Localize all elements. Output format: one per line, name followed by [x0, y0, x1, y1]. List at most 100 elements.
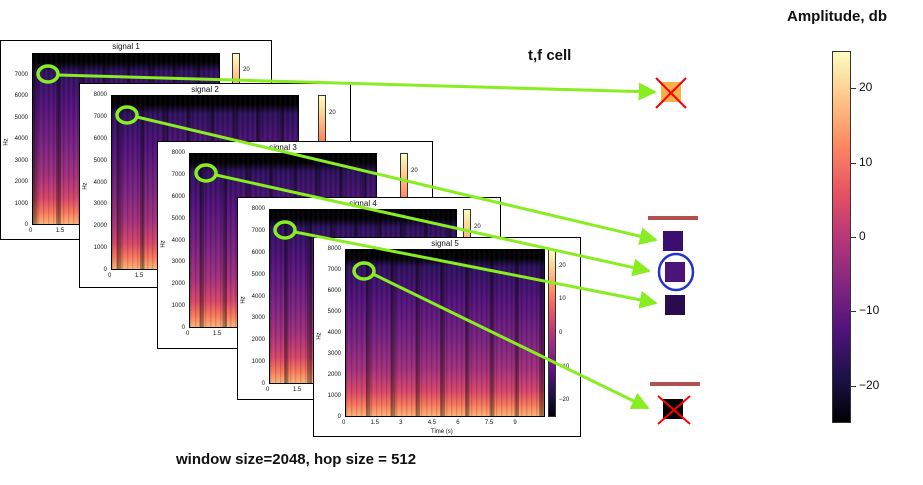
x-tick-label: 4.5	[427, 420, 437, 426]
y-tick-label: 5000	[327, 309, 341, 315]
x-tick-label: 7.5	[484, 420, 494, 426]
colorbar-tick-mark	[851, 237, 856, 238]
x-tick-label: 0	[108, 273, 112, 279]
y-tick-label: 3000	[251, 315, 265, 322]
tf-cell-label: t,f cell	[528, 47, 572, 64]
y-tick-label: 4000	[171, 237, 185, 244]
colorbar-tick-label: −10	[859, 303, 880, 318]
x-tick-label: 6	[456, 420, 460, 426]
y-tick-label: 0	[261, 381, 265, 387]
x-tick-label: 3	[399, 420, 403, 426]
x-tick-label: 1.5	[292, 387, 302, 393]
panel-title: signal 4	[349, 199, 377, 208]
marker-circle-icon	[352, 261, 376, 281]
y-tick-label: 4000	[251, 293, 265, 300]
y-tick-label: 6000	[327, 288, 341, 294]
y-tick-label: 6000	[93, 135, 107, 142]
x-tick-label: 9	[513, 420, 517, 426]
colorbar-tick-label: 0	[559, 330, 563, 336]
y-tick-label: 3000	[14, 157, 28, 164]
y-tick-label: 1000	[14, 200, 28, 207]
panel-title: signal 2	[191, 85, 219, 94]
colorbar-tick-label: 20	[243, 67, 250, 74]
y-tick-label: 4000	[327, 330, 341, 336]
arrow-icon	[294, 230, 658, 309]
colorbar-tick-label: −20	[859, 377, 880, 392]
x-axis-label: Time (s)	[431, 429, 453, 435]
y-tick-label: 0	[337, 414, 341, 420]
x-tick-label: 0	[186, 331, 190, 337]
y-tick-label: 4000	[14, 136, 28, 142]
marker-circle-icon	[194, 163, 218, 183]
tf-cell-4	[665, 295, 685, 315]
amplitude-colorbar	[832, 51, 851, 423]
colorbar-tick-label: 20	[859, 80, 873, 95]
y-tick-label: 2000	[93, 223, 107, 230]
y-tick-label: 1000	[251, 359, 265, 366]
colorbar-tick-label: 10	[559, 296, 566, 303]
panel-title: signal 5	[431, 239, 459, 248]
y-tick-label: 7000	[93, 113, 107, 120]
y-tick-label: 2000	[171, 281, 185, 288]
y-tick-label: 5000	[14, 114, 28, 121]
panel-title: signal 1	[112, 42, 140, 51]
y-tick-label: 6000	[251, 249, 265, 256]
y-tick-label: 5000	[171, 215, 185, 222]
colorbar-tick-label: 10	[859, 154, 873, 169]
arrow-icon	[215, 173, 651, 277]
y-tick-label: 0	[181, 325, 185, 331]
y-tick-label: 4000	[93, 179, 107, 186]
y-tick-label: 0	[103, 267, 107, 273]
colorbar-tick-mark	[851, 311, 856, 313]
y-tick-label: 1000	[93, 245, 107, 252]
x-tick-label: 0	[29, 228, 33, 234]
x-tick-label: 1.5	[212, 331, 222, 337]
cross-icon	[655, 77, 687, 109]
y-tick-label: 2000	[251, 337, 265, 344]
colorbar-tick-mark	[851, 88, 856, 90]
y-tick-label: 3000	[327, 351, 341, 357]
colorbar-tick-label: 20	[474, 223, 481, 230]
y-tick-label: 8000	[93, 92, 107, 98]
colorbar-tick-label: 20	[559, 262, 566, 269]
y-tick-label: 6000	[14, 93, 28, 99]
y-tick-label: 0	[24, 222, 28, 228]
marker-circle-icon	[115, 105, 139, 125]
x-tick-label: 0	[266, 387, 270, 393]
y-tick-label: 3000	[93, 201, 107, 208]
y-tick-label: 6000	[171, 193, 185, 200]
y-tick-label: 3000	[171, 259, 185, 266]
y-tick-label: 7000	[14, 71, 28, 78]
colorbar-tick-label: −20	[559, 397, 570, 404]
x-tick-label: 1.5	[134, 273, 144, 279]
window-caption: window size=2048, hop size = 512	[176, 451, 417, 468]
y-tick-label: 7000	[171, 171, 185, 178]
x-tick-label: 0	[342, 420, 346, 426]
y-tick-label: 7000	[251, 227, 265, 234]
y-tick-label: 5000	[251, 271, 265, 278]
arrow-icon	[372, 272, 650, 410]
tf-cell-2	[663, 231, 683, 251]
arrow-icon	[57, 73, 657, 101]
tf-cell-3	[665, 262, 685, 282]
x-tick-label: 1.5	[55, 228, 65, 234]
colorbar-tick-label: 20	[411, 167, 418, 174]
y-tick-label: 1000	[171, 303, 185, 310]
amplitude-label: Amplitude, db	[787, 8, 887, 25]
y-tick-label: 8000	[327, 246, 341, 252]
colorbar-tick-label: 0	[859, 229, 866, 243]
highlight-circle-icon	[657, 252, 695, 292]
y-tick-label: 8000	[251, 206, 265, 212]
y-tick-label: 5000	[93, 157, 107, 164]
marker-circle-icon	[36, 64, 60, 84]
colorbar-tick-label: 20	[329, 109, 336, 116]
y-tick-label: 8000	[171, 150, 185, 156]
colorbar-tick-mark	[851, 385, 856, 387]
colorbar-tick-mark	[851, 162, 856, 164]
panel-title: signal 3	[269, 143, 297, 152]
x-tick-label: 1.5	[370, 420, 379, 426]
arrow-icon	[136, 115, 658, 246]
marker-circle-icon	[273, 220, 297, 240]
y-tick-label: 2000	[14, 179, 28, 185]
